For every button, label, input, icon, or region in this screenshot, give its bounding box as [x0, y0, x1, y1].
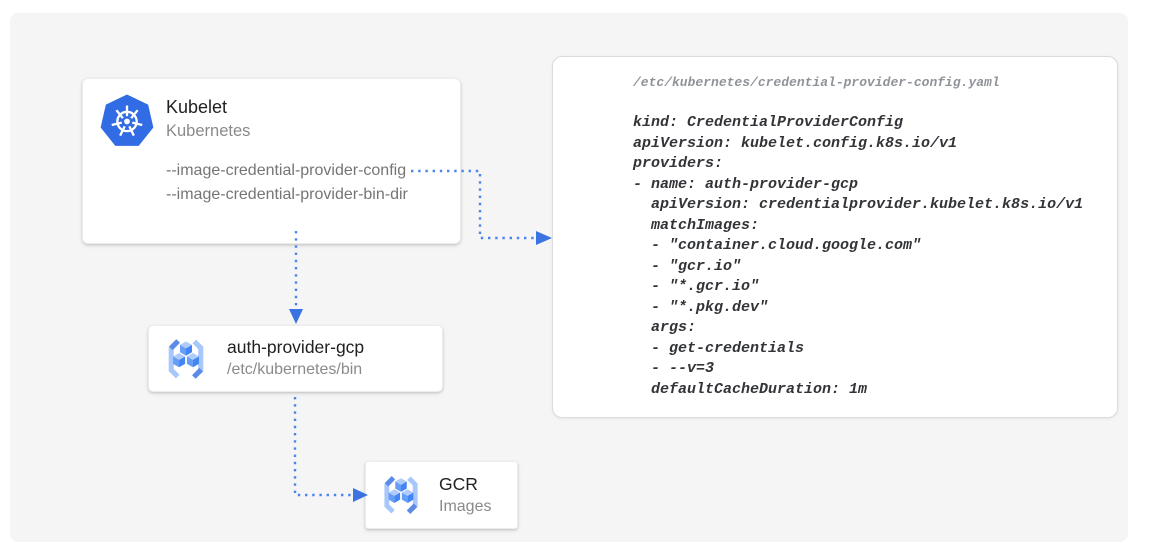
arrow-auth-provider-to-gcr — [293, 397, 351, 497]
gcr-card: GCR Images — [365, 461, 518, 529]
gcr-labels: GCR Images — [439, 473, 491, 518]
yaml-config-panel: /etc/kubernetes/credential-provider-conf… — [552, 56, 1118, 418]
yaml-code: kind: CredentialProviderConfig apiVersio… — [633, 114, 1084, 398]
config-file-path: /etc/kubernetes/credential-provider-conf… — [633, 75, 1000, 90]
gcr-registry-icon — [378, 473, 424, 517]
kubelet-card: Kubelet Kubernetes --image-credential-pr… — [82, 78, 461, 244]
kubelet-flags: --image-credential-provider-config --ima… — [166, 159, 408, 206]
auth-provider-title: auth-provider-gcp — [227, 337, 365, 357]
kubelet-subtitle: Kubernetes — [166, 122, 251, 140]
arrowhead-down-auth-provider — [289, 309, 303, 324]
arrowhead-right-yaml — [536, 231, 552, 245]
kubelet-flag-config: --image-credential-provider-config — [166, 162, 407, 179]
diagram-canvas: Kubelet Kubernetes --image-credential-pr… — [10, 13, 1128, 542]
gcr-subtitle: Images — [439, 497, 492, 515]
gcr-title: GCR — [439, 473, 478, 494]
kubelet-title: Kubelet — [166, 97, 228, 117]
auth-provider-path: /etc/kubernetes/bin — [227, 361, 363, 378]
auth-provider-labels: auth-provider-gcp /etc/kubernetes/bin — [227, 336, 364, 381]
kubernetes-logo-icon — [100, 94, 154, 146]
yaml-config-pre: /etc/kubernetes/credential-provider-conf… — [553, 57, 1117, 418]
auth-provider-card: auth-provider-gcp /etc/kubernetes/bin — [148, 325, 443, 392]
kubelet-flag-bin-dir: --image-credential-provider-bin-dir — [166, 185, 408, 203]
container-registry-icon — [162, 336, 210, 382]
